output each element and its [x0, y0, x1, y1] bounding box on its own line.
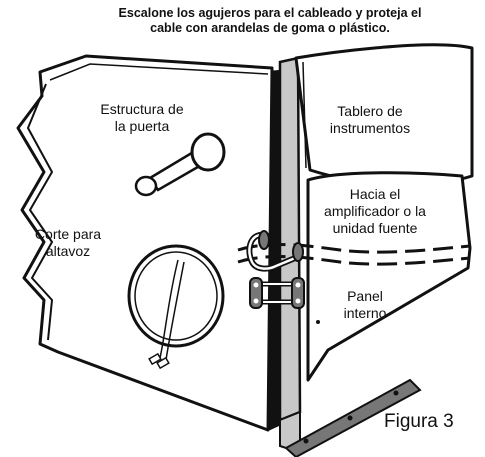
label-to-amplifier: Hacia el amplificador o la unidad fuente	[324, 186, 426, 236]
inner-panel-screw	[316, 320, 320, 324]
speaker-wire-connector-2	[156, 356, 170, 370]
speaker-wire-connector-1	[148, 352, 162, 366]
label-door-structure: Estructura de la puerta	[100, 101, 184, 134]
speaker-cutout	[127, 244, 225, 348]
speaker-cutout-inner	[134, 251, 218, 341]
cable-route-upper	[237, 243, 471, 254]
grommet-hole	[295, 298, 301, 304]
label-speaker-cutout: Corte para altavoz	[34, 226, 102, 259]
speaker-wire-2	[165, 261, 185, 361]
instrument-panel-edge	[302, 61, 307, 169]
grommet-upper-door	[258, 230, 270, 250]
door-cut-edge	[27, 83, 53, 341]
inner-panel	[306, 171, 472, 382]
speaker-wire-1	[159, 259, 179, 359]
grommet-lower-right	[291, 277, 305, 309]
sill-hole	[347, 415, 353, 421]
grommet-hole	[253, 282, 259, 288]
figure-label: Figura 3	[384, 411, 454, 432]
cable-loop-upper-inner	[248, 233, 301, 270]
sill-strip	[284, 378, 422, 457]
cable-route-lower	[237, 255, 471, 266]
door-handle-end	[134, 175, 158, 197]
caption: Escalone los agujeros para el cableado y…	[118, 6, 422, 35]
door-top-edge	[49, 63, 269, 81]
label-instrument-panel: Tablero de instrumentos	[329, 103, 411, 136]
grommet-lower-left	[249, 277, 263, 309]
sill-hole	[393, 390, 399, 396]
label-inner-panel: Panel interno	[343, 288, 387, 321]
sill-hole	[303, 438, 309, 444]
grommet-upper-panel	[292, 242, 304, 262]
grommet-hole	[295, 282, 301, 288]
grommet-hole	[253, 298, 259, 304]
door-pillar	[278, 56, 302, 422]
door-handle-knob	[190, 132, 226, 172]
